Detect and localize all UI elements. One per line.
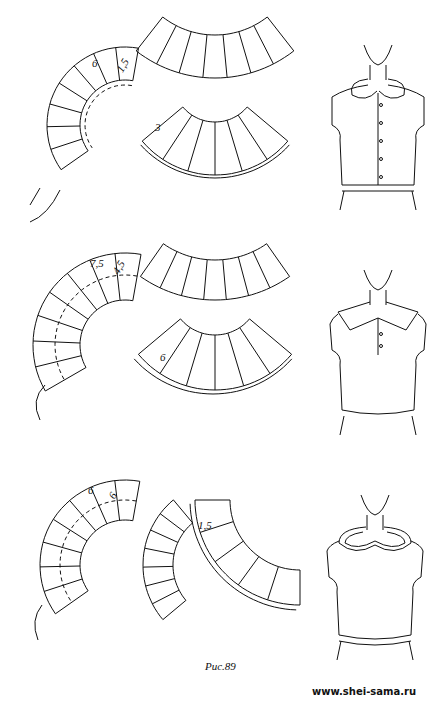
pattern-line [227, 120, 242, 171]
pattern-line [67, 273, 96, 310]
pattern-line [190, 504, 296, 610]
pattern-line [143, 566, 173, 568]
pattern-line [55, 275, 137, 380]
pattern-line [74, 66, 96, 91]
pattern-line [215, 541, 243, 562]
dimension-label: 6 [92, 58, 98, 69]
pattern-line [300, 570, 301, 605]
figure-caption: Рис.89 [205, 660, 236, 672]
pattern-line [146, 579, 175, 586]
pattern-line [140, 244, 289, 300]
pattern-line [181, 257, 191, 296]
pattern-line [223, 260, 227, 300]
pattern-line [61, 151, 88, 170]
pattern-line [250, 319, 292, 354]
dimension-label: 7,5 [90, 258, 104, 269]
pattern-line [136, 17, 163, 51]
pattern-line [253, 252, 270, 288]
pattern-line [268, 567, 279, 600]
pattern-line [179, 32, 191, 73]
pattern-line [152, 590, 179, 604]
pattern-line [33, 341, 80, 343]
bodice-line [36, 385, 45, 420]
dimension-label: 6 [107, 490, 119, 500]
pattern-line [188, 120, 203, 171]
pattern-line [143, 500, 193, 620]
pattern-line [239, 32, 251, 73]
collar-pieces [33, 17, 300, 620]
pattern-line [133, 254, 141, 300]
pattern-line [51, 139, 82, 149]
pattern-line [204, 260, 208, 300]
pattern-line [55, 591, 88, 614]
pattern-line [215, 335, 216, 390]
pattern-line [240, 328, 270, 374]
dress-sketch [330, 270, 426, 435]
pattern-line [50, 104, 82, 113]
pattern-line [238, 115, 267, 159]
pattern-line [43, 542, 82, 553]
pattern-line [50, 292, 89, 319]
dimension-label: 3 [155, 122, 161, 133]
pattern-line [238, 557, 259, 585]
pattern-line [195, 500, 230, 501]
pattern-line [215, 122, 216, 175]
dress-sketch [327, 495, 423, 660]
pattern-line [203, 35, 207, 78]
pattern-line [160, 514, 184, 532]
pattern-line [173, 500, 192, 523]
pattern-line [145, 548, 174, 554]
pattern-line [160, 252, 177, 288]
pattern-line [33, 253, 141, 391]
pattern-line [195, 500, 300, 605]
pattern-line [141, 145, 290, 178]
pattern-line [85, 85, 132, 148]
pattern-line [136, 17, 294, 78]
dimension-label: 6 [88, 485, 94, 496]
bodice-line [30, 188, 60, 222]
pattern-line [186, 333, 202, 386]
dimension-label: 4,5 [111, 259, 127, 276]
pattern-line [47, 47, 139, 170]
pattern-line [267, 17, 294, 51]
pattern-line [267, 244, 290, 277]
pattern-line [133, 48, 139, 80]
pattern-line [247, 107, 288, 141]
pattern-line [53, 519, 87, 541]
pattern-line [157, 26, 177, 64]
pattern-line [60, 500, 136, 602]
dress-sketch [332, 45, 424, 210]
watermark: www.shei-sama.ru [312, 686, 416, 697]
pattern-line [254, 26, 274, 64]
pattern-line [142, 107, 288, 175]
pattern-line [163, 600, 186, 619]
pattern-line [59, 83, 87, 101]
pattern-line [40, 480, 140, 614]
pattern-line [223, 35, 227, 78]
pattern-line [47, 126, 80, 128]
dimension-label: 1,5 [198, 520, 212, 531]
pattern-line [45, 368, 86, 392]
pattern-line [138, 319, 291, 390]
pattern-line [151, 530, 178, 542]
bodice-line [35, 605, 42, 640]
pattern-line [160, 328, 190, 374]
pattern-line [163, 115, 192, 159]
dimension-label: 6 [160, 352, 166, 363]
pattern-line [142, 107, 183, 141]
pattern-line [228, 333, 244, 386]
pattern-line [134, 359, 292, 394]
pattern-line [140, 244, 163, 277]
pattern-line [238, 257, 248, 296]
pattern-line [138, 319, 180, 354]
